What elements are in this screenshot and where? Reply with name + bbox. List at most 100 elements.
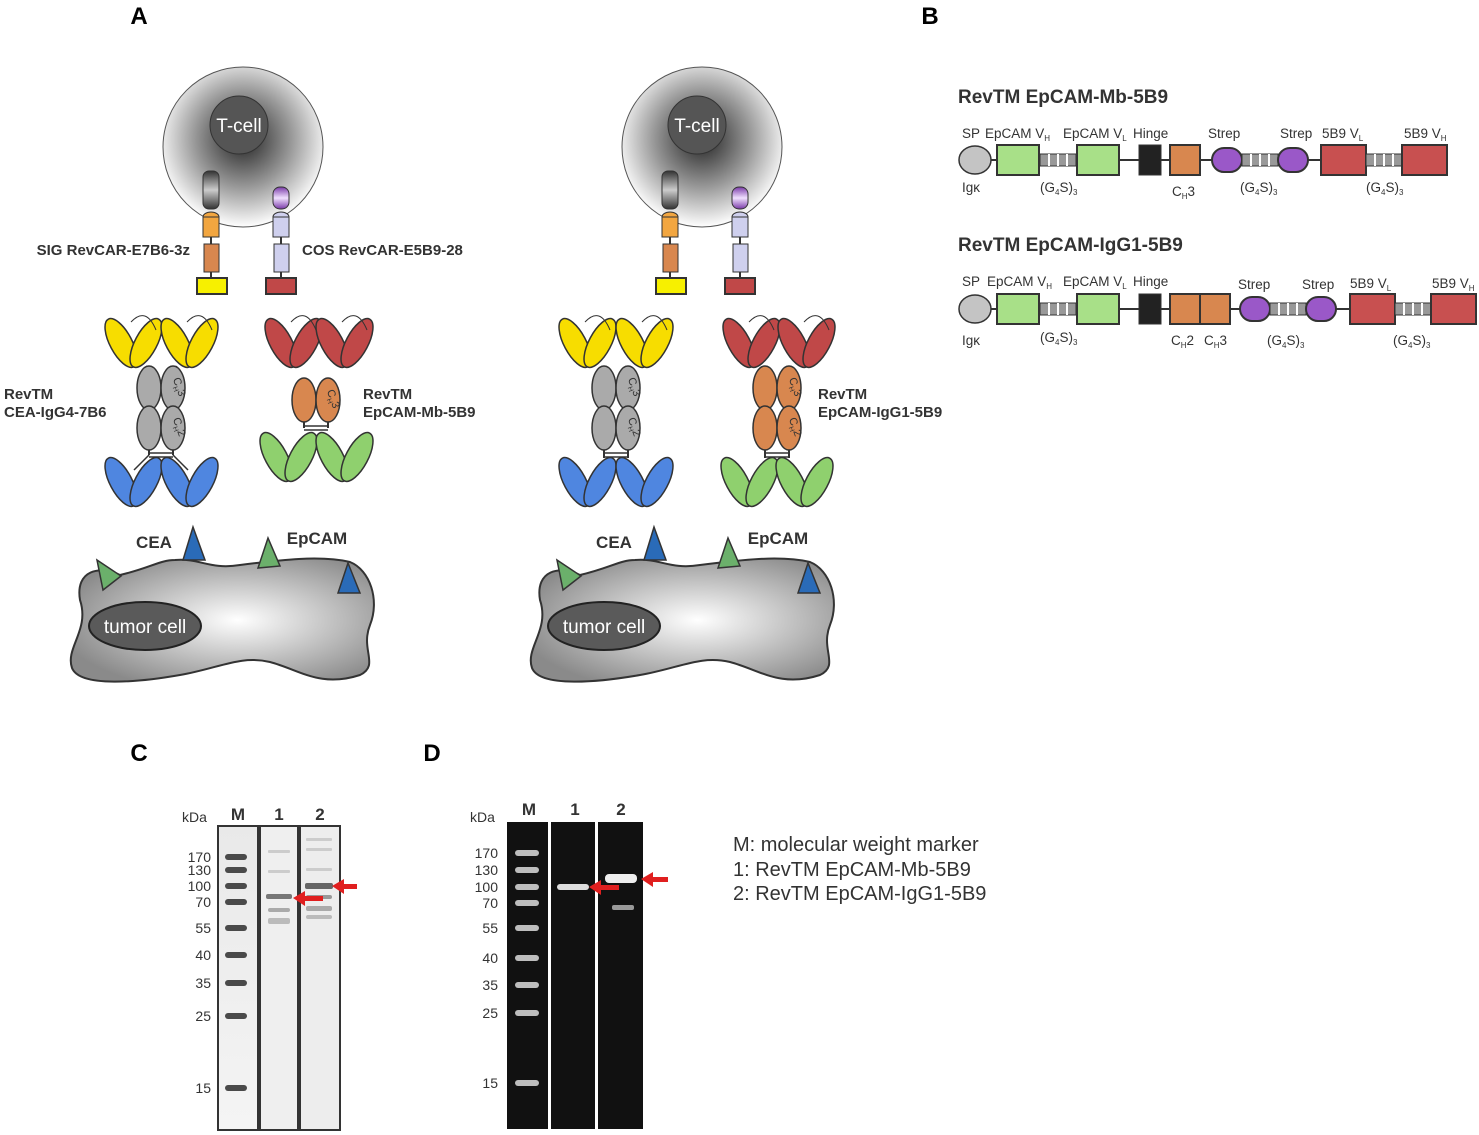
- gel-c-arrow-lane-1: [293, 891, 323, 906]
- svg-text:CH3: CH3: [168, 376, 188, 399]
- gel-c-marker-label: 40: [195, 947, 211, 963]
- gel-c-marker-label: 170: [188, 849, 212, 865]
- antibody-cea-igg4-7b6: CH3 CH2: [104, 315, 219, 508]
- legend-line-m: M: molecular weight marker: [733, 834, 979, 856]
- gel-d-marker-band: [515, 982, 539, 988]
- construct-1-title: RevTM EpCAM-Mb-5B9: [958, 87, 1168, 108]
- epcam-antigen: [256, 535, 282, 569]
- svg-text:Igκ: Igκ: [962, 180, 980, 195]
- epcam-antigen: [95, 558, 123, 592]
- svg-text:SP: SP: [962, 274, 980, 289]
- svg-text:EpCAM VL: EpCAM VL: [1063, 274, 1127, 291]
- svg-text:CH3: CH3: [1172, 184, 1195, 201]
- gel-d-marker-label: 100: [475, 879, 499, 895]
- svg-text:5B9 VL: 5B9 VL: [1350, 276, 1392, 293]
- svg-text:CH3: CH3: [623, 376, 643, 399]
- svg-text:EpCAM VH: EpCAM VH: [985, 126, 1050, 143]
- gel-d-lane-1: 1: [570, 800, 579, 819]
- gel-d-marker-label: 130: [475, 862, 499, 878]
- gel-d-marker-band: [515, 1010, 539, 1016]
- svg-text:Strep: Strep: [1302, 277, 1334, 292]
- cos-receptor-e5b9: [265, 277, 297, 295]
- svg-text:CH2: CH2: [784, 416, 804, 439]
- svg-text:5B9 VH: 5B9 VH: [1404, 126, 1447, 143]
- cea-antigen: [336, 560, 362, 594]
- svg-text:CH2: CH2: [623, 416, 643, 439]
- tumor-cell-label: tumor cell: [104, 617, 186, 638]
- panel-a-left: T-cell SIG RevCAR-E7B6-3z COS RevCAR-E5B…: [4, 66, 476, 683]
- gel-c-marker-band: [225, 952, 247, 958]
- gel-c-lane-2: 2: [315, 805, 324, 824]
- panel-label-b: B: [921, 3, 938, 30]
- gel-d-marker-label: 15: [482, 1075, 498, 1091]
- construct-2-title: RevTM EpCAM-IgG1-5B9: [958, 235, 1183, 256]
- svg-text:(G4S)3: (G4S)3: [1040, 330, 1078, 347]
- svg-text:Strep: Strep: [1238, 277, 1270, 292]
- gel-c-arrow-lane-2: [332, 879, 357, 894]
- antibody-epcam-mb-5b9: CH3: [259, 315, 374, 483]
- ab3-label-line2: EpCAM-IgG1-5B9: [818, 404, 942, 421]
- gel-c-marker-band: [225, 883, 247, 889]
- svg-text:(G4S)3: (G4S)3: [1366, 180, 1404, 197]
- svg-text:Strep: Strep: [1208, 126, 1240, 141]
- svg-text:EpCAM VL: EpCAM VL: [1063, 126, 1127, 143]
- gel-c-kda: kDa: [182, 809, 207, 825]
- sig-receptor-label: SIG RevCAR-E7B6-3z: [37, 242, 190, 259]
- svg-text:(G4S)3: (G4S)3: [1240, 180, 1278, 197]
- ab1-label-line2: CEA-IgG4-7B6: [4, 404, 107, 421]
- panel-label-d: D: [423, 740, 440, 767]
- t-cell-label: T-cell: [216, 116, 261, 137]
- panel-label-c: C: [130, 740, 147, 767]
- ab3-label-line1: RevTM: [818, 386, 867, 403]
- panel-b: RevTM EpCAM-Mb-5B9 SP EpCAM VH EpCAM VL …: [958, 87, 1477, 350]
- svg-text:5B9 VL: 5B9 VL: [1322, 126, 1364, 143]
- gel-legend: M: molecular weight marker 1: RevTM EpCA…: [733, 834, 986, 905]
- epcam-label: EpCAM: [287, 529, 347, 548]
- gel-d-marker-band: [515, 850, 539, 856]
- ab2-label-line1: RevTM: [363, 386, 412, 403]
- tumor-nucleus: [547, 601, 661, 651]
- t-cell-nucleus: [667, 95, 727, 155]
- antibody-epcam-igg1-5b9: CH3 CH2: [720, 315, 836, 508]
- gel-c-marker-label: 25: [195, 1008, 211, 1024]
- legend-line-2: 2: RevTM EpCAM-IgG1-5B9: [733, 883, 986, 905]
- gel-c-marker-band: [225, 1013, 247, 1019]
- gel-c-marker-band: [225, 925, 247, 931]
- gel-d-lane-2: 2: [616, 800, 625, 819]
- svg-text:CH2: CH2: [1171, 333, 1194, 350]
- gel-d-marker-band: [515, 867, 539, 873]
- gel-d-marker-band: [515, 1080, 539, 1086]
- gel-c-marker-label: 100: [188, 878, 212, 894]
- svg-text:Igκ: Igκ: [962, 333, 980, 348]
- gel-c-marker-label: 130: [188, 862, 212, 878]
- gel-c-marker-band: [225, 854, 247, 860]
- signal-peptide: [958, 145, 992, 175]
- svg-text:Hinge: Hinge: [1133, 274, 1168, 289]
- svg-text:(G4S)3: (G4S)3: [1267, 333, 1305, 350]
- gel-d-marker-label: 35: [482, 977, 498, 993]
- svg-text:5B9 VH: 5B9 VH: [1432, 276, 1475, 293]
- cea-label: CEA: [596, 533, 632, 552]
- svg-text:Hinge: Hinge: [1133, 126, 1168, 141]
- svg-text:SP: SP: [962, 126, 980, 141]
- ab2-label-line2: EpCAM-Mb-5B9: [363, 404, 476, 421]
- gel-d-lane-m: M: [522, 800, 536, 819]
- sig-receptor-e7b6: [196, 277, 228, 295]
- tumor-nucleus: [88, 601, 202, 651]
- svg-text:CH3: CH3: [1204, 333, 1227, 350]
- gel-d-arrow-lane-1: [589, 880, 619, 895]
- svg-text:(G4S)3: (G4S)3: [1040, 180, 1078, 197]
- gel-c-marker-band: [225, 899, 247, 905]
- gel-d-marker-label: 170: [475, 845, 499, 861]
- gel-c-marker-band: [225, 980, 247, 986]
- gel-c-lane-1: 1: [274, 805, 283, 824]
- panel-label-a: A: [130, 3, 147, 30]
- gel-c-marker-label: 55: [195, 920, 211, 936]
- t-cell-label: T-cell: [674, 116, 719, 137]
- gel-d-marker-label: 25: [482, 1005, 498, 1021]
- gel-d-marker-band: [515, 955, 539, 961]
- gel-c-marker-band: [225, 867, 247, 873]
- gel-d-marker-band: [515, 925, 539, 931]
- gel-d-marker-label: 40: [482, 950, 498, 966]
